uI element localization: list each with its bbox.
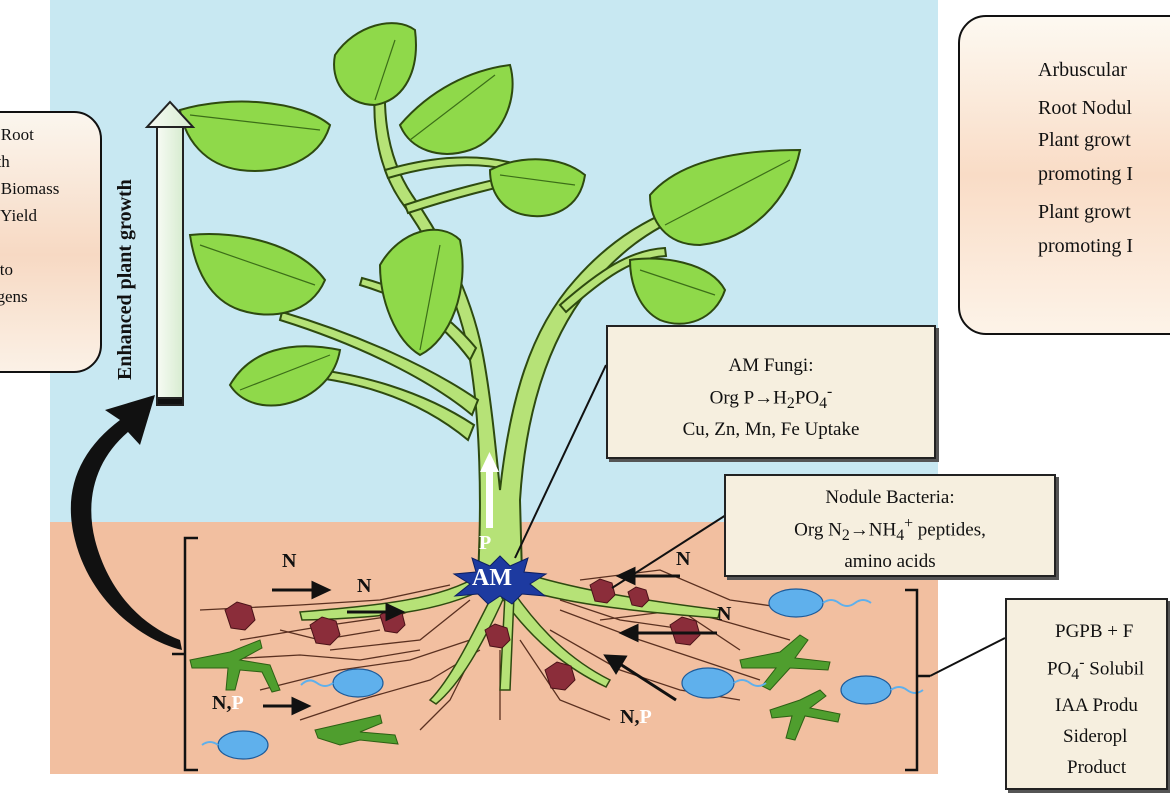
am-label: AM — [472, 565, 512, 591]
nodule-bacteria-box: Nodule Bacteria: Org N2→NH4+ peptides, a… — [724, 474, 1056, 577]
legend-item-pgpb: Plant growt — [1038, 129, 1131, 151]
np-label: N,P — [212, 692, 244, 714]
legend-item-pgpf-2: promoting I — [1038, 235, 1133, 257]
leaf — [178, 100, 332, 172]
nodule-box-reaction: Org N2→NH4+ peptides, — [794, 515, 986, 545]
soil-brackets — [172, 536, 930, 772]
pgpb-box-iaa: IAA Produ — [1055, 695, 1138, 717]
outcome-line: d Yield — [0, 206, 37, 225]
pgpb-box-sideroph: Sideropl — [1063, 726, 1128, 748]
np-label: N,P — [620, 706, 652, 728]
main-roots — [299, 573, 721, 705]
bacteria-tails — [201, 599, 924, 746]
legend-item-pgpb-2: promoting I — [1038, 163, 1133, 185]
leaf — [648, 148, 802, 247]
leaf — [333, 22, 417, 107]
outcome-line: ts — [0, 337, 100, 364]
leaf — [488, 158, 587, 218]
n-label: N — [282, 550, 297, 572]
am-box-title: AM Fungi: — [728, 355, 814, 376]
pgpb-box-title: PGPB + F — [1055, 621, 1134, 642]
fungus — [739, 634, 831, 691]
n-label: N — [676, 548, 691, 570]
growth-arrow-label: Enhanced plant growth — [114, 179, 136, 380]
growth-outcomes-box: d Root gth d Biomass d Yield d e to ogen… — [0, 111, 102, 373]
connector-lines — [514, 364, 1006, 677]
fungus — [314, 714, 399, 746]
legend-box: Arbuscular Root Nodul Plant growt promot… — [958, 15, 1170, 335]
legend-item-nodule: Root Nodul — [1038, 97, 1132, 119]
fungus — [189, 639, 281, 693]
fungi-hyphae — [189, 634, 841, 746]
outcome-line: d Biomass — [0, 179, 60, 198]
am-box-uptake: Cu, Zn, Mn, Fe Uptake — [682, 419, 860, 441]
am-fungi-box: AM Fungi: Org P→H2PO4- Cu, Zn, Mn, Fe Up… — [606, 325, 936, 459]
fungus — [769, 689, 841, 741]
leaf — [628, 257, 727, 325]
nodule-box-products: amino acids — [844, 551, 936, 573]
bacteria — [217, 588, 892, 760]
leaf — [398, 63, 514, 155]
phosphorus-arrow-icon — [480, 452, 499, 528]
am-star-icon — [452, 555, 548, 605]
leaf-veins — [189, 39, 791, 391]
legend-item-am: Arbuscular — [1038, 59, 1127, 81]
outcome-line: e to — [0, 260, 14, 279]
nodule-box-title: Nodule Bacteria: — [825, 487, 955, 508]
feedback-arrow-icon — [70, 395, 182, 650]
nutrient-arrows — [263, 566, 717, 716]
pgpb-box-solubil: PO4- Solubil — [1047, 654, 1145, 684]
outcome-line: d Root — [0, 125, 34, 144]
n-label: N — [357, 575, 372, 597]
leaf — [188, 233, 327, 316]
n-label: N — [717, 603, 732, 625]
root-nodules — [224, 578, 701, 691]
outcome-line: d — [0, 229, 100, 256]
leaf — [228, 345, 342, 407]
leaf — [378, 228, 464, 357]
am-box-reaction: Org P→H2PO4- — [709, 383, 833, 413]
pgpb-box: PGPB + F PO4- Solubil IAA Produ Sideropl… — [1005, 598, 1168, 790]
legend-item-pgpf: Plant growt — [1038, 201, 1131, 223]
pgpb-box-product: Product — [1067, 757, 1127, 779]
growth-arrow-icon — [144, 100, 196, 406]
outcome-line: d — [0, 310, 100, 337]
center-p-label: P — [479, 532, 492, 554]
outcome-line: gth — [0, 152, 10, 171]
